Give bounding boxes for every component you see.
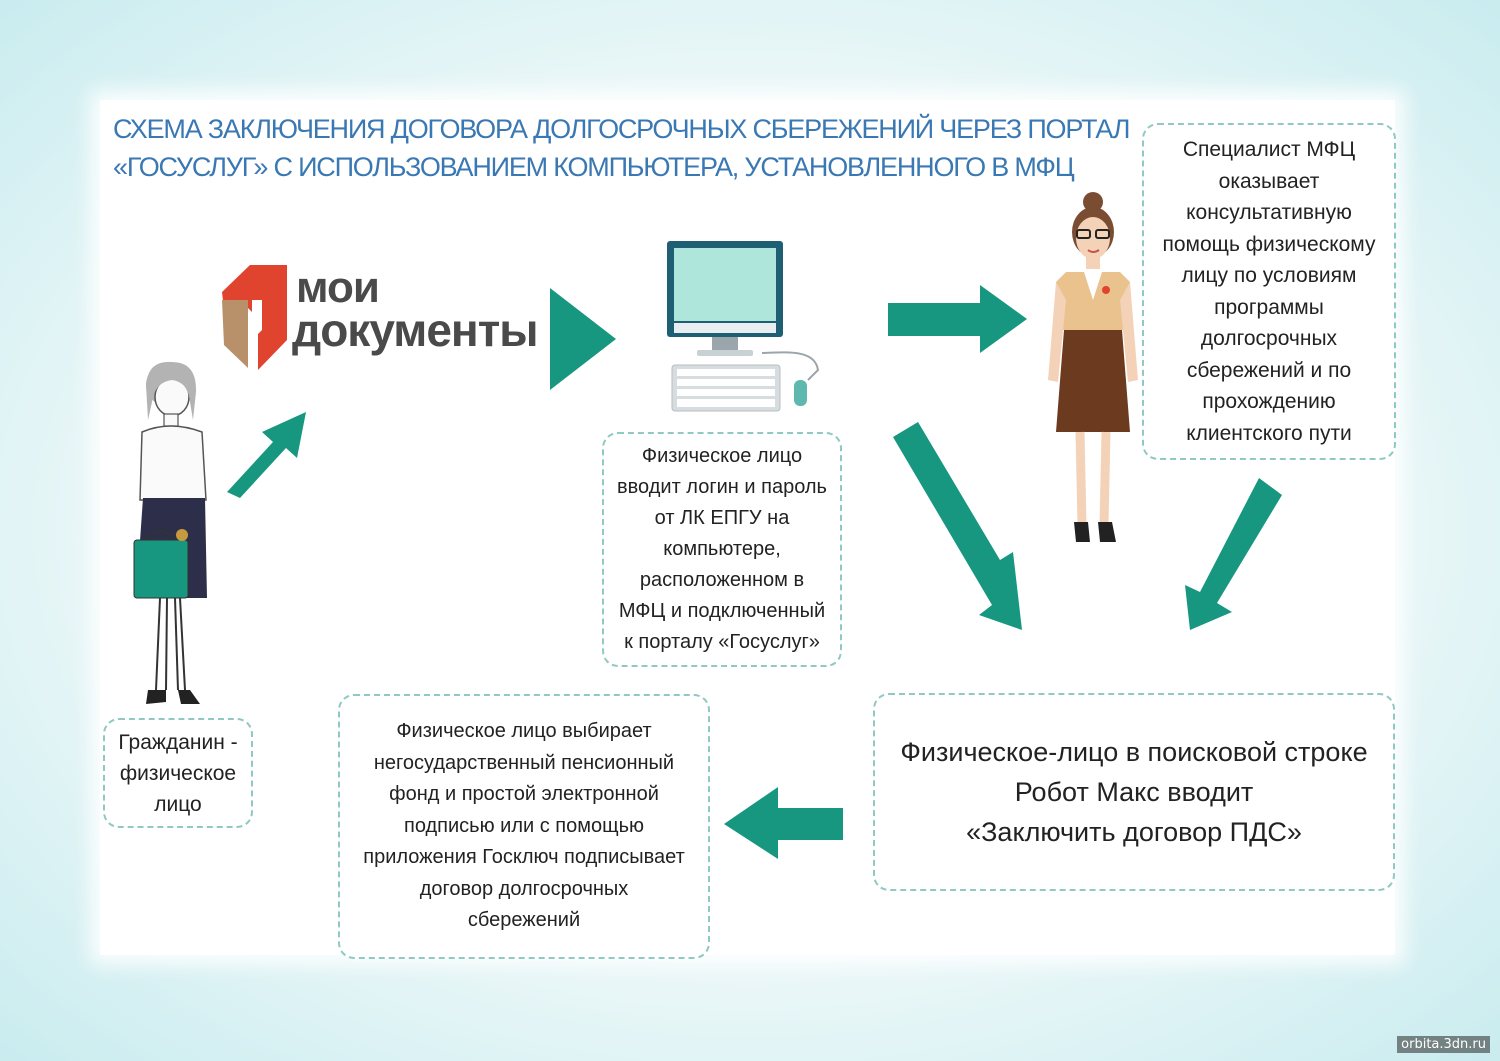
computer-icon	[667, 241, 820, 412]
robot-max-text: Физическое-лицо в поисковой строке Робот…	[900, 737, 1368, 847]
citizen-figure-icon	[133, 361, 207, 704]
title-line-2: «ГОСУСЛУГ» С ИСПОЛЬЗОВАНИЕМ КОМПЬЮТЕРА, …	[113, 152, 1075, 182]
moi-dokumenty-logo-icon	[222, 265, 287, 370]
computer-login-text: Физическое лицо вводит логин и пароль от…	[617, 445, 827, 653]
arrow-logo-to-computer	[550, 288, 616, 390]
arrow-citizen-to-logo	[227, 412, 306, 498]
specialist-figure-icon	[1048, 192, 1138, 542]
specialist-description-text: Специалист МФЦ оказывает консультативную…	[1162, 138, 1376, 445]
select-fund-box: Физическое лицо выбирает негосударственн…	[338, 694, 710, 959]
arrow-specialist-to-robot	[1185, 478, 1282, 630]
select-fund-text: Физическое лицо выбирает негосударственн…	[363, 720, 685, 932]
watermark: orbita.3dn.ru	[1397, 1036, 1490, 1053]
title-line-1: СХЕМА ЗАКЛЮЧЕНИЯ ДОГОВОРА ДОЛГОСРОЧНЫХ С…	[113, 114, 1130, 144]
specialist-description-box: Специалист МФЦ оказывает консультативную…	[1142, 123, 1396, 460]
arrow-robot-to-select	[724, 787, 843, 859]
arrow-computer-to-specialist	[888, 285, 1027, 353]
robot-max-box: Физическое-лицо в поисковой строке Робот…	[873, 693, 1395, 891]
diagram-title: СХЕМА ЗАКЛЮЧЕНИЯ ДОГОВОРА ДОЛГОСРОЧНЫХ С…	[113, 110, 1130, 186]
citizen-label-box: Гражданин - физическое лицо	[103, 718, 253, 828]
citizen-label-text: Гражданин - физическое лицо	[118, 730, 238, 816]
computer-login-box: Физическое лицо вводит логин и пароль от…	[602, 432, 842, 667]
logo-text-dokumenty: документы	[292, 304, 539, 356]
logo-text-moi: мои	[296, 263, 380, 312]
arrow-computer-to-robot	[893, 422, 1022, 630]
